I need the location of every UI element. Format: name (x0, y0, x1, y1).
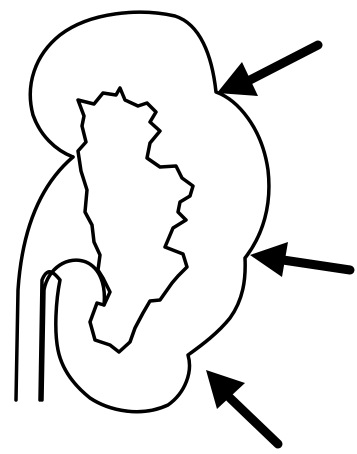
kidney-outline (30, 12, 269, 411)
arrow-middle-icon (250, 242, 350, 277)
arrow-bottom-icon (206, 370, 278, 444)
renal-sinus-outline (78, 88, 193, 352)
arrow-top-icon (217, 45, 318, 96)
